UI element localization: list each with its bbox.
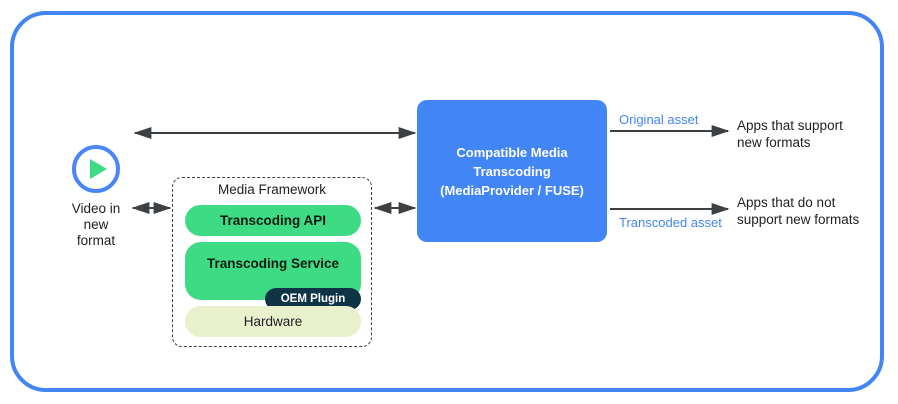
hardware-box: Hardware [185,306,361,337]
video-source-node: Video in new format [46,145,146,249]
original-asset-label: Original asset [619,112,699,127]
transcoding-api-box: Transcoding API [185,205,361,236]
play-circle-icon [72,145,120,193]
apps-no-support-new-formats-label: Apps that do not support new formats [737,195,860,227]
video-source-label: Video in new format [71,201,121,248]
compatible-media-transcoding-box: Compatible Media Transcoding (MediaProvi… [417,100,607,242]
outer-frame-border [10,11,884,392]
transcoded-asset-label: Transcoded asset [619,215,722,230]
media-framework-group: Media Framework Transcoding API Transcod… [172,177,372,347]
play-triangle-icon [90,159,107,179]
apps-support-new-formats-label: Apps that support new formats [737,118,843,150]
oem-plugin-badge: OEM Plugin [265,288,361,310]
media-framework-title: Media Framework [217,182,327,197]
